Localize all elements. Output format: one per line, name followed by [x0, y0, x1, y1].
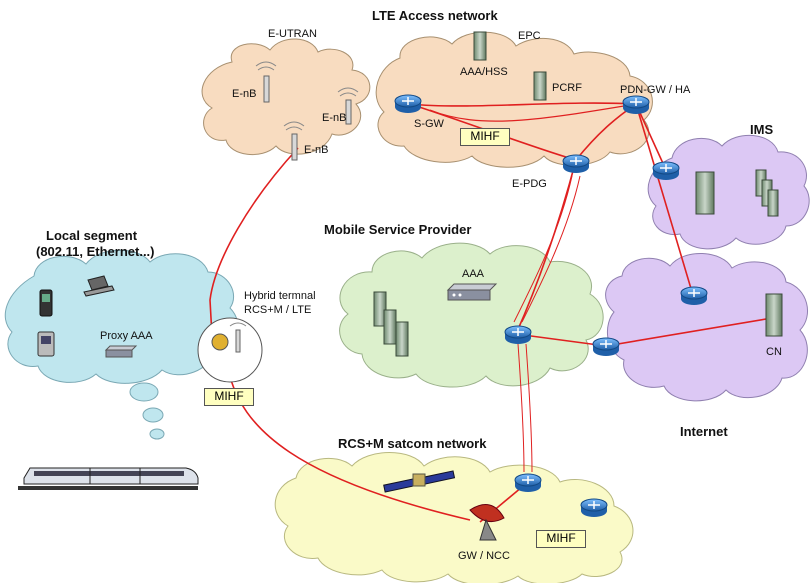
- antenna-enb-3: [283, 121, 305, 161]
- eutran-cloud: [201, 38, 371, 156]
- server-ims-2: [755, 169, 779, 217]
- network-links: [209, 102, 773, 523]
- server-aaa-hss: [473, 31, 487, 61]
- router-satcom: [514, 473, 542, 492]
- router-epdg: [562, 154, 590, 173]
- internet-cloud: [605, 253, 808, 402]
- antenna-enb-2: [337, 87, 359, 125]
- server-pcrf: [533, 71, 547, 101]
- aaa-appliance: [446, 283, 498, 301]
- pda-icon: [37, 331, 55, 357]
- satellite-dish-icon: [469, 504, 505, 541]
- router-internet-left: [592, 337, 620, 356]
- hybrid-terminal: [197, 317, 263, 383]
- satcom-cloud: [274, 452, 634, 583]
- laptop-icon: [83, 275, 115, 297]
- router-internet-top: [680, 286, 708, 305]
- mobile-phone-icon: [39, 289, 53, 317]
- tunnel-links: [513, 175, 581, 473]
- server-ims-1: [695, 171, 715, 215]
- server-msp-group: [373, 291, 409, 357]
- server-cn: [765, 293, 783, 337]
- train-icon: [18, 467, 199, 490]
- router-sgw: [394, 94, 422, 113]
- satellite-icon: [383, 470, 456, 493]
- router-pdn-gw: [622, 95, 650, 114]
- lte-core-cloud: [375, 31, 653, 168]
- router-ims: [652, 161, 680, 180]
- router-msp: [504, 325, 532, 344]
- proxy-aaa-appliance: [104, 345, 138, 358]
- thought-bubbles: [129, 382, 165, 440]
- router-satcom-right: [580, 498, 608, 517]
- ims-cloud: [647, 134, 810, 250]
- antenna-enb-1: [255, 61, 277, 103]
